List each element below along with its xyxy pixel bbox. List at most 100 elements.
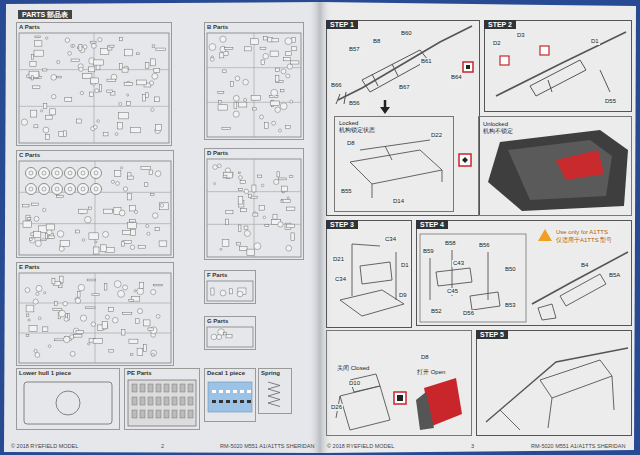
sprue-part [43, 127, 49, 133]
sprue-part [27, 314, 29, 317]
sprue-part [93, 125, 97, 129]
sprue-part [271, 89, 278, 96]
sprue-part [287, 224, 295, 227]
etched-part [164, 397, 169, 405]
sprue-part [99, 85, 101, 92]
sprue-part [131, 127, 141, 132]
sprue-part [287, 64, 292, 69]
etched-part [172, 397, 177, 405]
sprue-part [91, 322, 96, 327]
decal-marking [219, 390, 223, 393]
sprue-part [254, 243, 261, 250]
sprue-part [237, 291, 243, 297]
sprue-part [155, 97, 160, 102]
turret-drawing [508, 140, 612, 200]
sprue-part [85, 307, 95, 309]
sprue-panel: G Parts [204, 316, 256, 350]
decal-marking [233, 400, 237, 403]
sprue-part [119, 102, 122, 105]
sprue-part [220, 53, 224, 58]
sprue-part [89, 67, 95, 72]
sprue-part [265, 225, 269, 227]
callout-number: B5A [608, 272, 621, 279]
sprue-part [59, 246, 64, 251]
sprue-part [33, 299, 38, 304]
parts-drawing [430, 250, 628, 320]
road-wheel-part [65, 168, 76, 179]
sprue-part [35, 353, 40, 358]
sprue-part [222, 70, 226, 72]
sprue-part [218, 105, 227, 110]
callout-number: D21 [332, 256, 345, 263]
page-footer: © 2018 RYEFIELD MODEL [10, 443, 79, 450]
sprue-part [117, 123, 122, 129]
step-box: STEP 5 [476, 330, 632, 436]
sprue-panel: D Parts [204, 148, 304, 260]
sprue-part [238, 102, 247, 107]
etched-fret [128, 380, 196, 426]
sprue-part [285, 52, 291, 56]
callout-number: B55 [340, 188, 353, 195]
etched-part [172, 410, 177, 418]
sprue-part [155, 228, 160, 231]
sprue-part [103, 231, 109, 237]
sprue-part [42, 327, 48, 332]
sprue-part [261, 184, 264, 187]
road-wheel-part [94, 171, 98, 175]
sprue-part [98, 38, 102, 42]
sprue-part [244, 189, 249, 194]
sprue-part [240, 180, 245, 183]
etched-part [172, 384, 177, 392]
down-arrow-head [380, 107, 390, 114]
sprue-part [131, 354, 133, 356]
road-wheel-part [81, 187, 85, 191]
sprue-part [223, 172, 232, 178]
sprue-part [241, 209, 247, 212]
sprue-part [146, 224, 149, 227]
sprue-runner [95, 273, 96, 363]
sprue-part [57, 76, 62, 78]
sprue-label: E Parts [19, 264, 40, 271]
sprue-part [251, 39, 259, 45]
step-title: STEP 3 [326, 220, 358, 229]
sprue-part [65, 98, 72, 102]
sprue-part [29, 326, 37, 332]
road-wheel-part [68, 187, 72, 191]
sprue-part [112, 317, 118, 323]
sprue-frame [207, 33, 301, 137]
step-title: STEP 2 [484, 20, 516, 29]
etched-part [180, 410, 185, 418]
sprue-part [137, 348, 143, 355]
sprue-panel: Lower hull 1 piece [16, 368, 120, 430]
sprue-part [129, 220, 135, 222]
sprue-part [53, 309, 62, 311]
etched-part [164, 410, 169, 418]
sprue-part [243, 79, 249, 85]
sprue-part [76, 230, 80, 233]
note-icon [397, 395, 403, 401]
callout-number: B8 [372, 38, 381, 45]
sprue-label: Decal 1 piece [207, 370, 245, 377]
sprue-part [93, 247, 99, 254]
etched-part [164, 384, 169, 392]
sprue-part [235, 76, 240, 81]
sprue-part [253, 213, 258, 216]
sprue-label: D Parts [207, 150, 228, 157]
node-text: 机构不锁定 [483, 128, 513, 135]
sprue-part [261, 60, 264, 64]
note-icon [500, 56, 509, 65]
down-arrow [384, 100, 387, 107]
sprue-part [150, 193, 154, 195]
callout-number: B64 [450, 74, 463, 81]
sprue-part [57, 60, 60, 63]
etched-part [148, 384, 153, 392]
sprue-part [139, 282, 144, 288]
callout-number: B56 [348, 100, 361, 107]
sprue-part [79, 67, 83, 71]
sprue-part [33, 86, 40, 88]
sprue-part [71, 59, 79, 61]
sprue-part [97, 120, 100, 123]
mount-drawing [486, 348, 628, 430]
sprue-part [225, 48, 233, 50]
mount-drawing [350, 140, 442, 198]
